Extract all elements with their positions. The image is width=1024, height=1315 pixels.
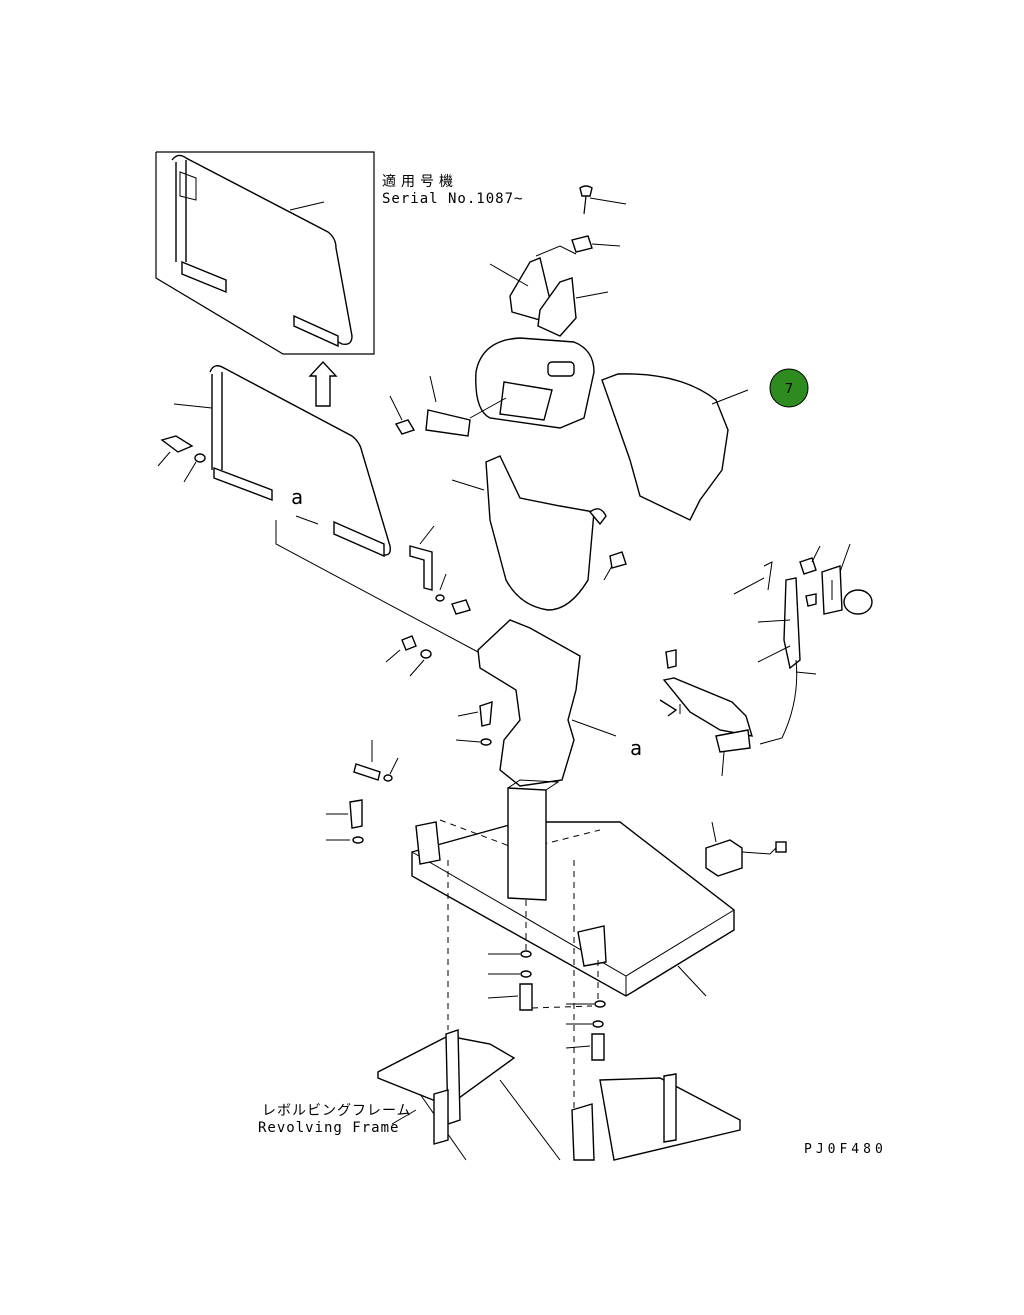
frame-caption-english: Revolving Frame — [258, 1120, 399, 1136]
handrail — [173, 365, 391, 558]
drawing-code: PJ0F480 — [804, 1142, 887, 1157]
right-side-cover — [601, 373, 749, 521]
bolts-middle — [353, 700, 493, 782]
rail-foot — [293, 314, 339, 348]
column-stem — [507, 779, 560, 901]
lever-boots — [489, 245, 609, 337]
inset-panel — [155, 151, 375, 355]
arrow-label-right: a — [630, 736, 642, 760]
up-arrow-icon — [308, 360, 338, 407]
rail-foot — [181, 260, 227, 294]
base-plate — [411, 819, 735, 997]
console-lower-cover — [451, 455, 607, 611]
cable-assembly — [659, 543, 873, 777]
console-upper-cover — [429, 337, 595, 429]
screw-right — [603, 551, 627, 581]
solenoid-block — [705, 821, 787, 877]
bracket-left — [409, 525, 471, 615]
arrow-a-left: a — [275, 485, 479, 653]
highlight-badge[interactable]: 7 — [769, 368, 809, 408]
inset-caption-english: Serial No.1087~ — [382, 191, 523, 207]
nut-washer — [385, 635, 432, 677]
console-bracket — [477, 619, 617, 787]
bolt-washer-left — [157, 435, 206, 483]
highlight-badge-circle[interactable] — [769, 368, 809, 408]
revolving-frame — [377, 860, 741, 1161]
cover-plate — [389, 395, 507, 437]
frame-caption-japanese: レボルビングフレーム — [262, 1103, 412, 1119]
highlight-badge-label: 7 — [785, 382, 793, 397]
arrow-label-left: a — [291, 485, 303, 509]
top-screw — [571, 185, 627, 253]
lower-bolts — [487, 900, 606, 1061]
bolt-washer-lower-left — [326, 799, 364, 844]
inset-caption-japanese: 適用号機 — [382, 173, 458, 190]
